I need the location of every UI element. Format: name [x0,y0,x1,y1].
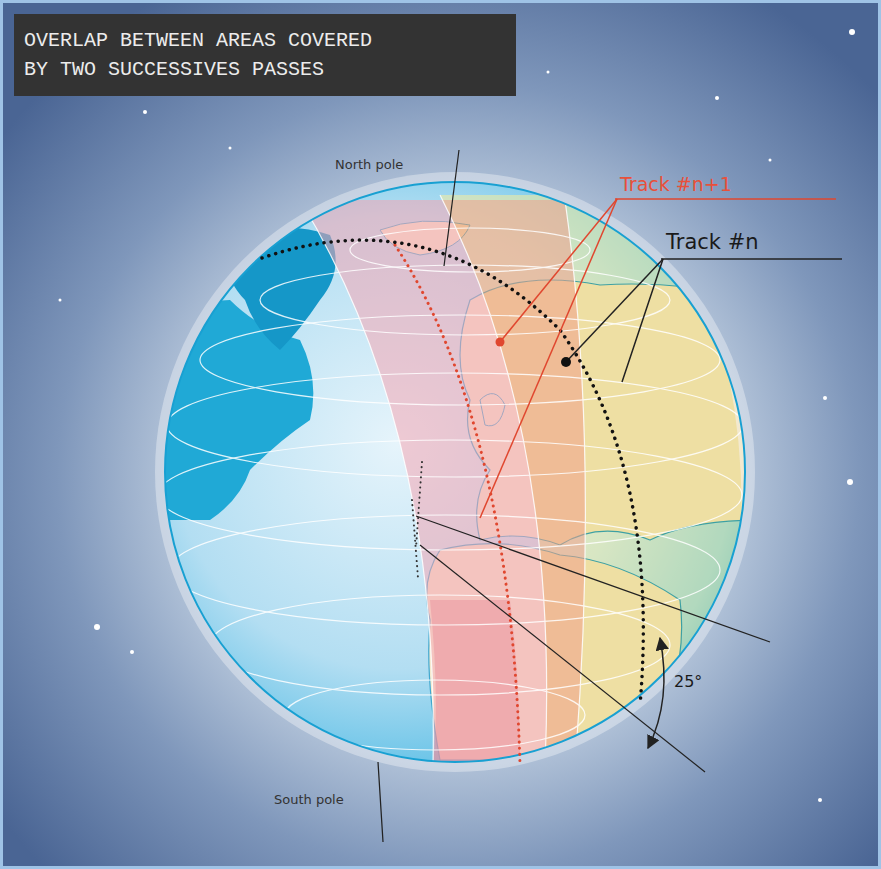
pole-label: North pole [335,157,403,172]
title-panel: OVERLAP BETWEEN AREAS COVERED BY TWO SUC… [14,14,516,96]
pole-label: South pole [274,792,344,807]
angle-label: 25° [674,672,702,691]
track-label: Track #n [666,230,759,254]
title: OVERLAP BETWEEN AREAS COVERED BY TWO SUC… [24,26,389,84]
track-label: Track #n+1 [620,173,732,195]
